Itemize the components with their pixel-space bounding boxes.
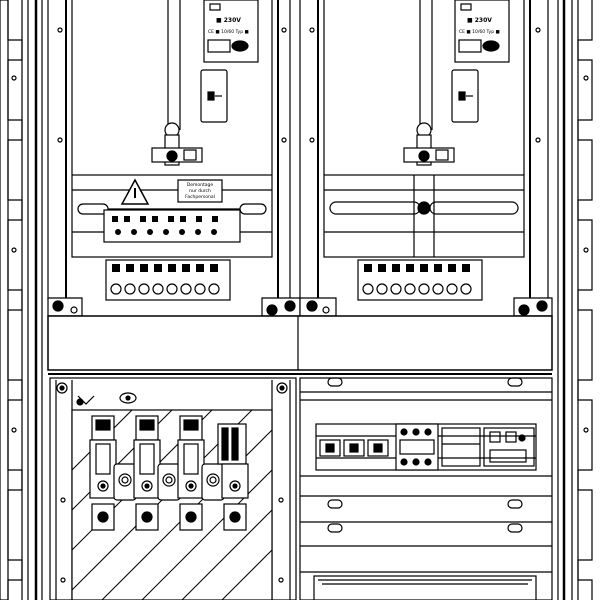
right-rail <box>557 0 593 600</box>
warning-label-line1: Demontage <box>187 182 214 188</box>
bracket-screws <box>47 297 553 317</box>
meter-left-rating: ■ 230V <box>216 17 241 24</box>
din-devices <box>315 423 537 471</box>
latch-left <box>151 122 203 166</box>
din-rail-compartment <box>299 377 553 600</box>
meter-bay-right <box>299 0 549 300</box>
meter-bay-left <box>47 0 291 300</box>
meter-right-rating: ■ 230V <box>467 17 492 24</box>
top-clips <box>76 392 137 406</box>
fuse-holder-icon <box>89 415 249 531</box>
terminal-strip-right <box>357 259 483 301</box>
meter-right-spec: CE ■ 10/60 Typ ■ <box>459 29 500 35</box>
meter-nameplate-right: ■ 230V CE ■ 10/60 Typ ■ <box>454 0 510 63</box>
meter-base-left: Demontage nur durch Fachpersonal <box>71 174 273 258</box>
meter-base-right <box>323 174 525 258</box>
meter-optical-port-left <box>200 69 228 123</box>
terminal-strip-left <box>105 259 231 301</box>
meter-left-spec: CE ■ 10/60 Typ ■ <box>208 29 249 35</box>
cover-strip <box>47 315 553 375</box>
warning-label-line3: Fachpersonal <box>185 194 215 200</box>
warning-label-line2: nur durch <box>189 188 211 194</box>
left-rail <box>0 0 43 600</box>
meter-nameplate-left: ■ 230V CE ■ 10/60 Typ ■ <box>203 0 259 63</box>
meter-optical-port-right <box>451 69 479 123</box>
latch-right <box>403 122 455 166</box>
fuse-compartment <box>49 377 297 600</box>
